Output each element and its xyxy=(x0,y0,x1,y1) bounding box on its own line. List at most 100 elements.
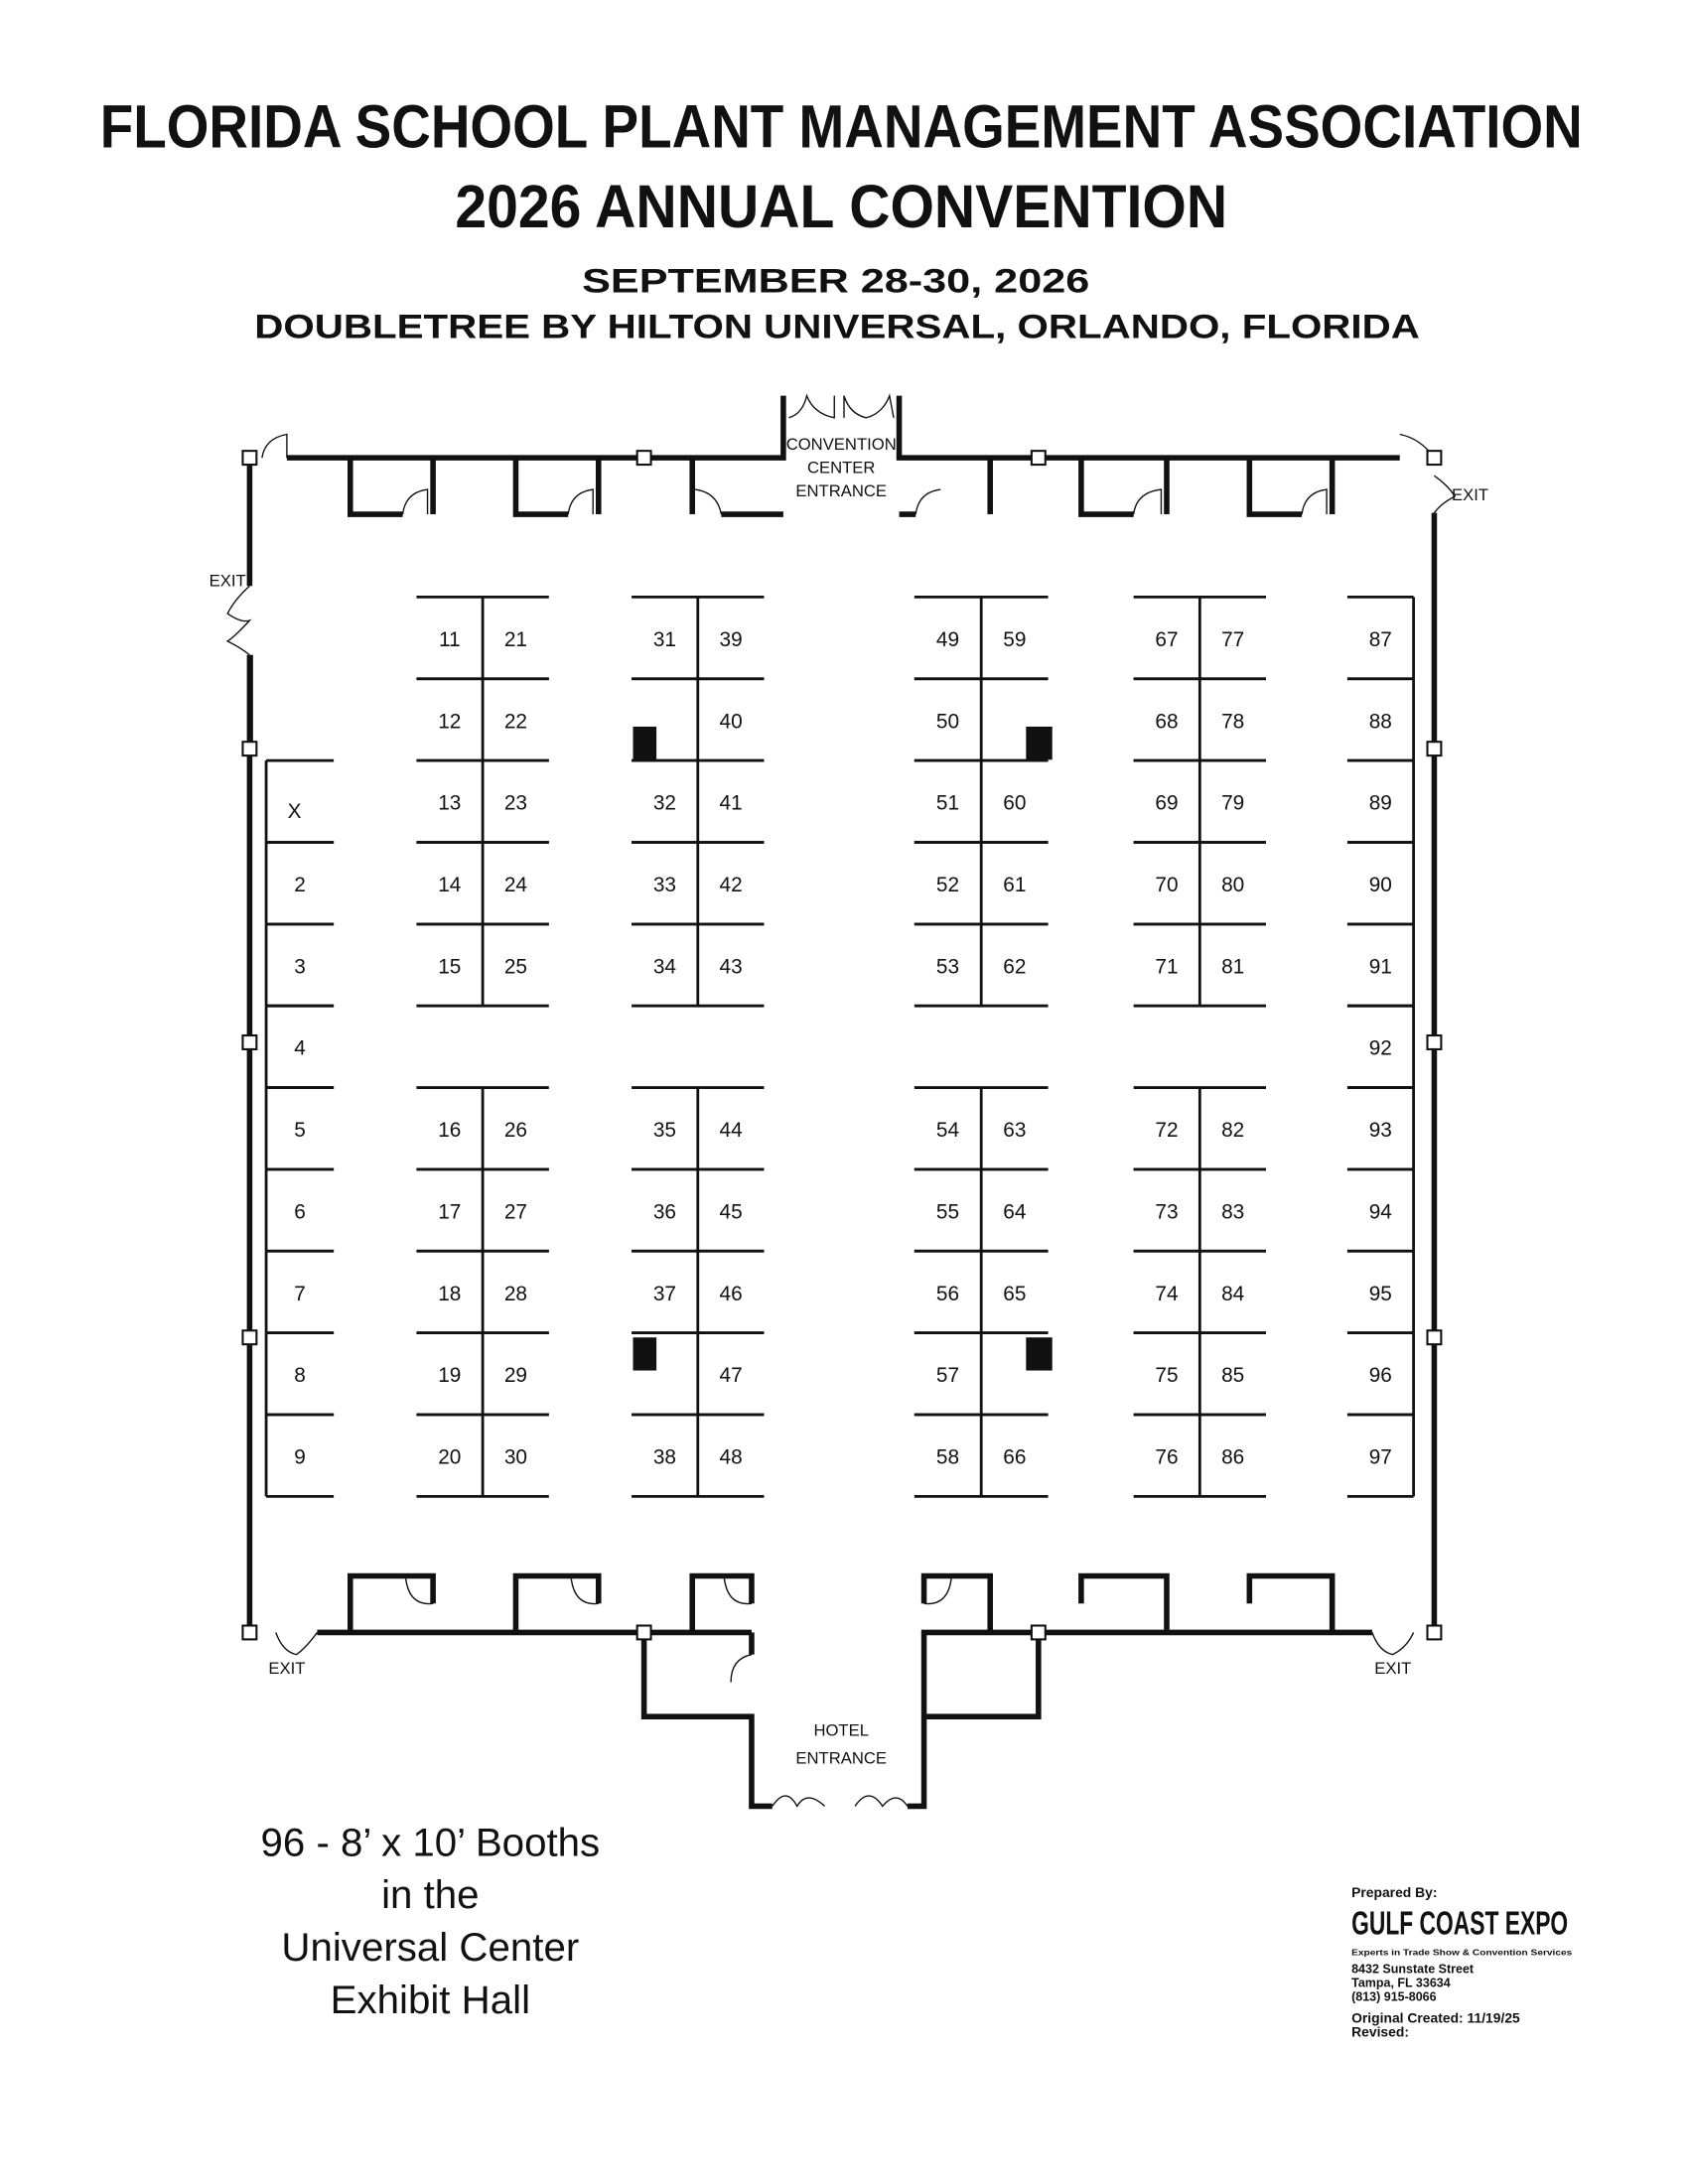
booth-55[interactable]: 55 xyxy=(914,1169,981,1251)
booth-93[interactable]: 93 xyxy=(1347,1088,1414,1169)
booth-37[interactable]: 37 xyxy=(632,1251,698,1332)
booth-25[interactable]: 25 xyxy=(483,924,549,1006)
booth-15[interactable]: 15 xyxy=(416,924,483,1006)
booth-63[interactable]: 63 xyxy=(981,1088,1048,1169)
booth-41[interactable]: 41 xyxy=(698,760,765,842)
booth-4[interactable]: 4 xyxy=(266,1006,334,1087)
booth-35[interactable]: 35 xyxy=(632,1088,698,1169)
booth-80[interactable]: 80 xyxy=(1199,842,1266,923)
booth-44[interactable]: 44 xyxy=(698,1088,765,1169)
booth-90[interactable]: 90 xyxy=(1347,842,1414,923)
booth-28[interactable]: 28 xyxy=(483,1251,549,1332)
booth-87[interactable]: 87 xyxy=(1347,597,1414,678)
booth-79[interactable]: 79 xyxy=(1199,760,1266,842)
booth-34[interactable]: 34 xyxy=(632,924,698,1006)
booth-27[interactable]: 27 xyxy=(483,1169,549,1251)
booth-X[interactable]: X xyxy=(266,760,334,842)
booth-66[interactable]: 66 xyxy=(981,1415,1048,1496)
booth-7[interactable]: 7 xyxy=(266,1251,334,1332)
booth-18[interactable]: 18 xyxy=(416,1251,483,1332)
booth-60[interactable]: 60 xyxy=(981,760,1048,842)
booth-95[interactable]: 95 xyxy=(1347,1251,1414,1332)
convention-center-entrance[interactable]: CONVENTION CENTER ENTRANCE xyxy=(786,435,897,500)
booth-75[interactable]: 75 xyxy=(1134,1333,1200,1415)
booth-64[interactable]: 64 xyxy=(981,1169,1048,1251)
booth-19[interactable]: 19 xyxy=(416,1333,483,1415)
booth-85[interactable]: 85 xyxy=(1199,1333,1266,1415)
booth-6[interactable]: 6 xyxy=(266,1169,334,1251)
booth-43[interactable]: 43 xyxy=(698,924,765,1006)
booth-8[interactable]: 8 xyxy=(266,1333,334,1415)
booth-26[interactable]: 26 xyxy=(483,1088,549,1169)
booth-40[interactable]: 40 xyxy=(698,679,765,760)
booth-47[interactable]: 47 xyxy=(698,1333,765,1415)
booth-54[interactable]: 54 xyxy=(914,1088,981,1169)
booth-59[interactable]: 59 xyxy=(981,597,1048,678)
booth-96[interactable]: 96 xyxy=(1347,1333,1414,1415)
booth-14[interactable]: 14 xyxy=(416,842,483,923)
booth-56[interactable]: 56 xyxy=(914,1251,981,1332)
booth-84[interactable]: 84 xyxy=(1199,1251,1266,1332)
booth-24[interactable]: 24 xyxy=(483,842,549,923)
booth-89[interactable]: 89 xyxy=(1347,760,1414,842)
booth-30[interactable]: 30 xyxy=(483,1415,549,1496)
booth-29[interactable]: 29 xyxy=(483,1333,549,1415)
booth-48[interactable]: 48 xyxy=(698,1415,765,1496)
booth-11[interactable]: 11 xyxy=(416,597,483,678)
booth-58[interactable]: 58 xyxy=(914,1415,981,1496)
booth-65[interactable]: 65 xyxy=(981,1251,1048,1332)
booth-36[interactable]: 36 xyxy=(632,1169,698,1251)
booth-52[interactable]: 52 xyxy=(914,842,981,923)
booth-78[interactable]: 78 xyxy=(1199,679,1266,760)
booth-32[interactable]: 32 xyxy=(632,760,698,842)
booth-71[interactable]: 71 xyxy=(1134,924,1200,1006)
booth-33[interactable]: 33 xyxy=(632,842,698,923)
booth-77[interactable]: 77 xyxy=(1199,597,1266,678)
booth-61[interactable]: 61 xyxy=(981,842,1048,923)
booth-62[interactable]: 62 xyxy=(981,924,1048,1006)
booth-38[interactable]: 38 xyxy=(632,1415,698,1496)
booth-46[interactable]: 46 xyxy=(698,1251,765,1332)
booth-81[interactable]: 81 xyxy=(1199,924,1266,1006)
booth-76[interactable]: 76 xyxy=(1134,1415,1200,1496)
booth-42[interactable]: 42 xyxy=(698,842,765,923)
booth-67[interactable]: 67 xyxy=(1134,597,1200,678)
booth-21[interactable]: 21 xyxy=(483,597,549,678)
booth-97[interactable]: 97 xyxy=(1347,1415,1414,1496)
booth-91[interactable]: 91 xyxy=(1347,924,1414,1006)
booth-74[interactable]: 74 xyxy=(1134,1251,1200,1332)
hotel-entrance[interactable]: HOTEL ENTRANCE xyxy=(795,1721,887,1768)
booth-50[interactable]: 50 xyxy=(914,679,981,760)
booth-82[interactable]: 82 xyxy=(1199,1088,1266,1169)
booth-5[interactable]: 5 xyxy=(266,1088,334,1169)
booth-20[interactable]: 20 xyxy=(416,1415,483,1496)
booth-31[interactable]: 31 xyxy=(632,597,698,678)
booth-9[interactable]: 9 xyxy=(266,1415,334,1496)
booth-23[interactable]: 23 xyxy=(483,760,549,842)
booth-72[interactable]: 72 xyxy=(1134,1088,1200,1169)
booth-88[interactable]: 88 xyxy=(1347,679,1414,760)
booth-57[interactable]: 57 xyxy=(914,1333,981,1415)
booth-39[interactable]: 39 xyxy=(698,597,765,678)
prepared-by-label: Prepared By: xyxy=(1351,1884,1437,1900)
booth-22[interactable]: 22 xyxy=(483,679,549,760)
booth-number: 3 xyxy=(294,955,306,978)
booth-49[interactable]: 49 xyxy=(914,597,981,678)
booth-12[interactable]: 12 xyxy=(416,679,483,760)
booth-69[interactable]: 69 xyxy=(1134,760,1200,842)
booth-3[interactable]: 3 xyxy=(266,924,334,1006)
booth-73[interactable]: 73 xyxy=(1134,1169,1200,1251)
booth-13[interactable]: 13 xyxy=(416,760,483,842)
booth-92[interactable]: 92 xyxy=(1347,1006,1414,1087)
booth-68[interactable]: 68 xyxy=(1134,679,1200,760)
booth-53[interactable]: 53 xyxy=(914,924,981,1006)
booth-86[interactable]: 86 xyxy=(1199,1415,1266,1496)
booth-51[interactable]: 51 xyxy=(914,760,981,842)
booth-94[interactable]: 94 xyxy=(1347,1169,1414,1251)
booth-45[interactable]: 45 xyxy=(698,1169,765,1251)
booth-17[interactable]: 17 xyxy=(416,1169,483,1251)
booth-2[interactable]: 2 xyxy=(266,842,334,923)
booth-16[interactable]: 16 xyxy=(416,1088,483,1169)
booth-70[interactable]: 70 xyxy=(1134,842,1200,923)
booth-83[interactable]: 83 xyxy=(1199,1169,1266,1251)
